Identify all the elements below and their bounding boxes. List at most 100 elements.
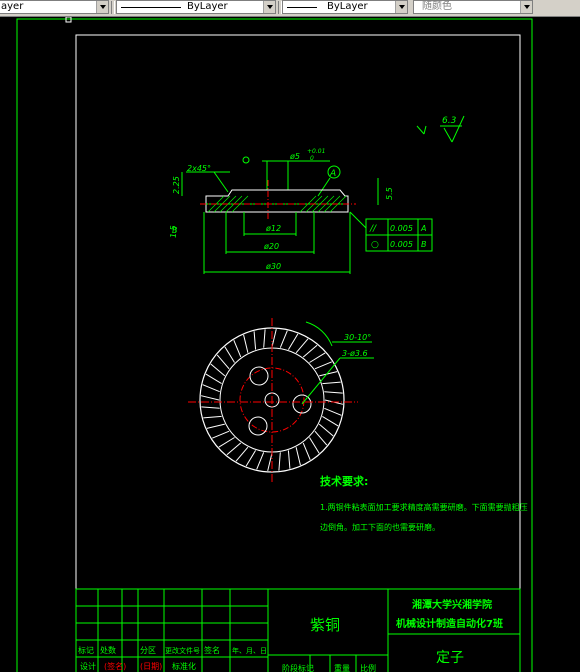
tb-part-name: 定子 [436, 650, 464, 666]
tooth-line [287, 333, 299, 350]
tooth-line [279, 330, 288, 348]
datum-a-marker [327, 165, 341, 179]
toolbar-separator [111, 1, 115, 14]
fcf-row1-datum: A [420, 224, 426, 233]
tb-design-0: 设计 [80, 661, 96, 671]
section-center-lines [200, 180, 356, 220]
tooth-line [295, 447, 301, 466]
tooth-line [314, 361, 332, 370]
tooth-line [226, 442, 242, 456]
tb-design-3: 标准化 [172, 661, 196, 671]
section-view [205, 189, 349, 213]
tooth-line [243, 334, 249, 353]
dim-side: 5.5 [385, 187, 394, 200]
tb-rev-label-1: 处数 [100, 645, 116, 655]
dim-height: 2.25 [172, 176, 181, 194]
tooth-line [200, 395, 220, 401]
notes-line1: 1.两铜件粘表面加工要求精度高需要研磨。下面需要抛粗压 [320, 502, 528, 512]
tooth-line [322, 381, 341, 385]
fcf-row2-value: 0.005 [390, 240, 413, 249]
tb-stage-2: 比例 [360, 663, 376, 672]
tooth-line [324, 391, 343, 394]
feature-control-frame [349, 211, 433, 252]
tooth-line [216, 354, 230, 370]
tb-rev-label-3: 更改文件号 [165, 646, 200, 655]
fcf-row2-symbol: ○ [371, 240, 379, 250]
tb-rev-label-4: 签名 [204, 645, 220, 655]
tooth-line [309, 437, 320, 454]
lineweight-sample [287, 7, 317, 8]
tooth-line [295, 338, 309, 354]
hole-leader [301, 357, 341, 405]
layer-combo-value: ayer [1, 1, 24, 12]
dim-chamfer: 2x45° [187, 164, 211, 173]
front-view [188, 318, 358, 482]
dim-d12: ø12 [265, 224, 281, 233]
datum-a-label: A [329, 169, 336, 179]
tooth-line [212, 430, 230, 439]
fcf-row1-value: 0.005 [390, 224, 413, 233]
tooth-line [203, 415, 222, 419]
lineweight-combo-value: ByLayer [327, 1, 368, 12]
dim-angle: 30-10° [344, 333, 371, 342]
tooth-line [271, 328, 277, 348]
dim-step: 1.5 [169, 225, 178, 238]
tb-stage-0: 阶段标记 [282, 663, 314, 672]
lineweight-combo[interactable]: ByLayer [282, 0, 408, 14]
tooth-line [302, 442, 311, 460]
tooth-line [302, 344, 318, 358]
linetype-combo[interactable]: ByLayer [116, 0, 276, 14]
tooth-line [267, 452, 273, 472]
tooth-line [263, 329, 266, 348]
tooth-line [210, 363, 226, 377]
tb-rev-label-2: 分区 [140, 646, 156, 655]
chevron-down-icon[interactable] [263, 1, 275, 13]
outer-frame [16, 18, 533, 672]
roughness-symbol [416, 115, 465, 143]
tooth-line [319, 371, 338, 377]
tooth-line [256, 452, 265, 470]
chamfer-leader-2 [213, 171, 229, 193]
tooth-line [233, 340, 242, 358]
angle-dimension [305, 321, 374, 359]
pitch-circle [239, 367, 305, 433]
tb-stage-1: 重量 [334, 663, 350, 672]
fcf-row2-datum: B [421, 240, 427, 249]
color-combo[interactable]: 随颜色 [413, 0, 533, 14]
tooth-line [245, 450, 257, 467]
tooth-line [278, 452, 281, 471]
tooth-line [235, 446, 249, 462]
linetype-combo-value: ByLayer [187, 1, 228, 12]
tooth-line [314, 430, 328, 446]
tooth-line [324, 407, 342, 416]
layer-combo[interactable]: ayer [0, 0, 109, 14]
grip-marker [65, 17, 72, 23]
chevron-down-icon[interactable] [395, 1, 407, 13]
hole-1 [249, 366, 269, 386]
chevron-down-icon[interactable] [520, 1, 532, 13]
dim-d20: ø20 [263, 242, 279, 251]
datum-leader [317, 177, 331, 197]
fcf-row1-symbol: // [369, 224, 377, 234]
tooth-line [206, 423, 225, 429]
chevron-down-icon[interactable] [96, 1, 108, 13]
tooth-line [318, 423, 334, 437]
toolbar-separator [278, 1, 282, 14]
drawing-canvas[interactable]: 6.3 ø5 +0.01 0 A 2x45° 2.25 1.5 5.5 [0, 17, 580, 672]
dim-d30: ø30 [265, 262, 281, 271]
tb-rev-label-0: 标记 [78, 645, 94, 655]
notes-title: 技术要求: [320, 474, 368, 488]
tb-school-line1: 湘潭大学兴湘学院 [412, 598, 492, 611]
dim-top-diameter: ø5 [289, 152, 300, 161]
tooth-line [218, 437, 235, 448]
tooth-line [253, 331, 257, 350]
dim-holes: 3-ø3.6 [342, 349, 368, 358]
dim-tolerance-upper: +0.01 [307, 148, 325, 155]
tooth-line [202, 384, 220, 393]
top-dimension [242, 156, 330, 190]
hole-3 [248, 416, 268, 436]
tb-design-1: (签名) [104, 661, 126, 671]
tooth-line [224, 346, 235, 363]
tooth-line [287, 450, 291, 469]
datum-b-label-left: B [172, 226, 178, 235]
